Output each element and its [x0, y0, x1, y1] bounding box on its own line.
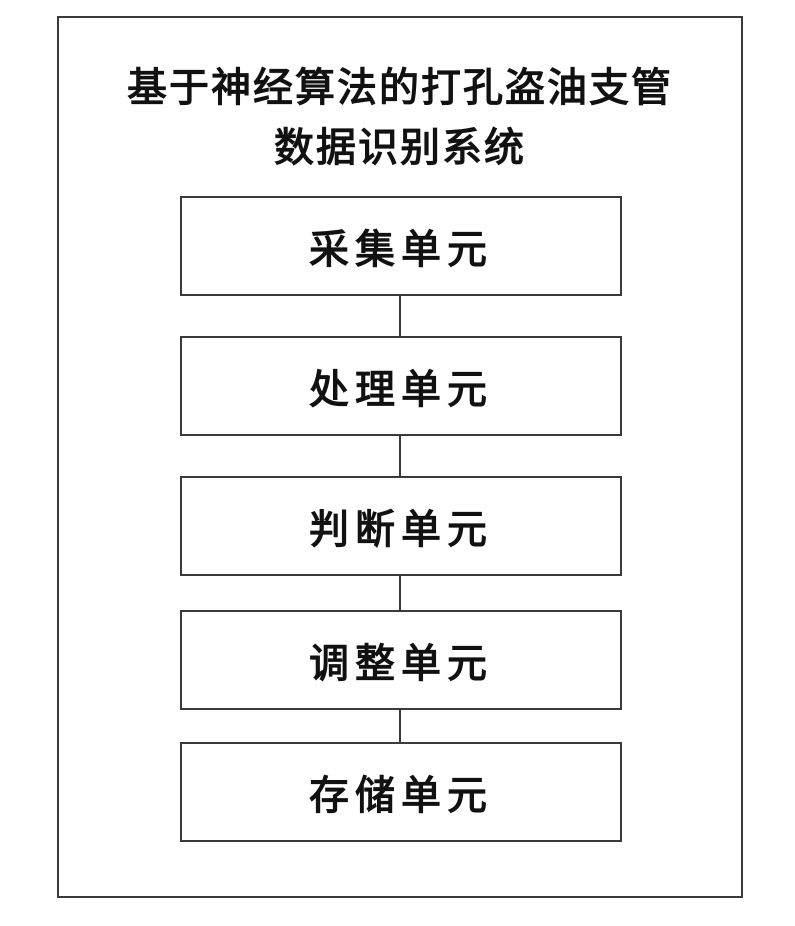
system-title: 基于神经算法的打孔盗油支管 数据识别系统: [59, 58, 741, 178]
system-title-line2: 数据识别系统: [59, 118, 741, 178]
adjustment-unit-box: 调整单元: [180, 610, 622, 710]
acquisition-unit-box: 采集单元: [180, 196, 622, 296]
connector-2: [399, 436, 401, 476]
system-frame: 基于神经算法的打孔盗油支管 数据识别系统 采集单元 处理单元 判断单元 调整单元…: [57, 16, 743, 898]
connector-1: [399, 296, 401, 336]
connector-4: [399, 710, 401, 742]
system-title-line1: 基于神经算法的打孔盗油支管: [59, 58, 741, 118]
storage-unit-box: 存储单元: [180, 742, 622, 842]
processing-unit-box: 处理单元: [180, 336, 622, 436]
connector-3: [399, 576, 401, 610]
judgment-unit-box: 判断单元: [180, 476, 622, 576]
